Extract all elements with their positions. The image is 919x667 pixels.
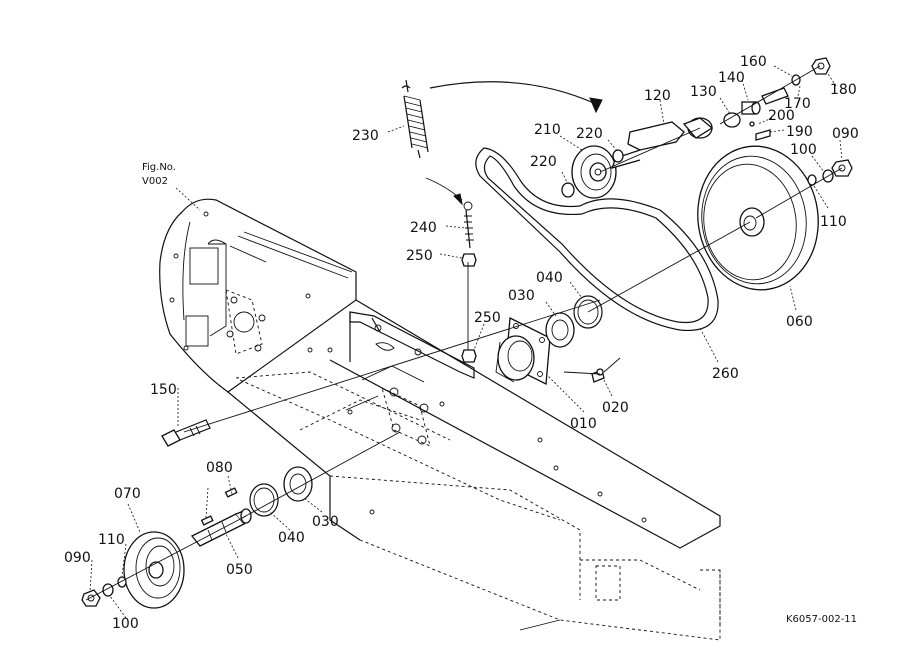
label-100-left: 100 <box>112 616 139 632</box>
key-080 <box>200 487 238 526</box>
label-030-lower: 030 <box>312 514 339 530</box>
assembly-lines <box>85 65 843 601</box>
bushing-130 <box>723 112 741 128</box>
v-belt-260 <box>475 147 719 332</box>
label-240: 240 <box>410 220 437 236</box>
bearing-flange-010 <box>495 316 551 386</box>
washer-110-left <box>117 576 127 588</box>
label-250-upper: 250 <box>406 248 433 264</box>
movement-arrow <box>425 81 603 206</box>
label-260: 260 <box>712 366 739 382</box>
label-100-right: 100 <box>790 142 817 158</box>
grease-fitting-020 <box>591 368 605 383</box>
label-220-upper: 220 <box>576 126 603 142</box>
bearing-030-upper <box>545 312 575 348</box>
label-110-left: 110 <box>98 532 125 548</box>
label-220-lower: 220 <box>530 154 557 170</box>
shaft-050 <box>190 508 252 547</box>
drawing-code: K6057-002-11 <box>786 614 857 625</box>
bearing-030-lower <box>283 466 313 502</box>
leader-lines <box>89 65 843 619</box>
spring-230 <box>401 79 429 159</box>
nut-250-lower <box>461 349 477 363</box>
part-labels: Fig.No. V002 230 240 250 250 210 220 220… <box>64 54 859 632</box>
label-020: 020 <box>602 400 629 416</box>
eyebolt-240 <box>463 201 474 249</box>
label-050: 050 <box>226 562 253 578</box>
label-030-upper: 030 <box>508 288 535 304</box>
label-230: 230 <box>352 128 379 144</box>
label-160: 160 <box>740 54 767 70</box>
label-150: 150 <box>150 382 177 398</box>
label-250-lower: 250 <box>474 310 501 326</box>
label-200: 200 <box>768 108 795 124</box>
label-210: 210 <box>534 122 561 138</box>
spacer-220-upper <box>612 149 624 163</box>
pulley-070 <box>123 531 185 609</box>
nut-180 <box>811 57 831 75</box>
label-110-right: 110 <box>820 214 847 230</box>
pin-200 <box>749 121 755 127</box>
label-090-left: 090 <box>64 550 91 566</box>
label-170: 170 <box>784 96 811 112</box>
label-190: 190 <box>786 124 813 140</box>
label-040-upper: 040 <box>536 270 563 286</box>
large-pulley-060 <box>697 145 819 291</box>
label-090-right: 090 <box>832 126 859 142</box>
label-010: 010 <box>570 416 597 432</box>
snap-ring-040-lower <box>249 483 279 517</box>
label-120: 120 <box>644 88 671 104</box>
bushing-140 <box>741 101 761 115</box>
label-040-lower: 040 <box>278 530 305 546</box>
idler-pulley-210 <box>571 145 617 199</box>
figure-ref-line1: Fig.No. <box>142 162 176 173</box>
nut-090-left <box>81 589 101 607</box>
label-180: 180 <box>830 82 857 98</box>
spacer-220-lower <box>561 182 575 198</box>
label-060: 060 <box>786 314 813 330</box>
nut-250-upper <box>461 253 477 267</box>
label-130: 130 <box>690 84 717 100</box>
tension-arm-120 <box>610 117 714 169</box>
label-080: 080 <box>206 460 233 476</box>
snap-ring-040-upper <box>573 295 603 329</box>
figure-ref-line2: V002 <box>142 176 168 187</box>
label-070: 070 <box>114 486 141 502</box>
chassis-frame <box>159 198 721 641</box>
label-140: 140 <box>718 70 745 86</box>
bolt-190 <box>755 129 771 141</box>
bolt-150 <box>161 419 211 447</box>
